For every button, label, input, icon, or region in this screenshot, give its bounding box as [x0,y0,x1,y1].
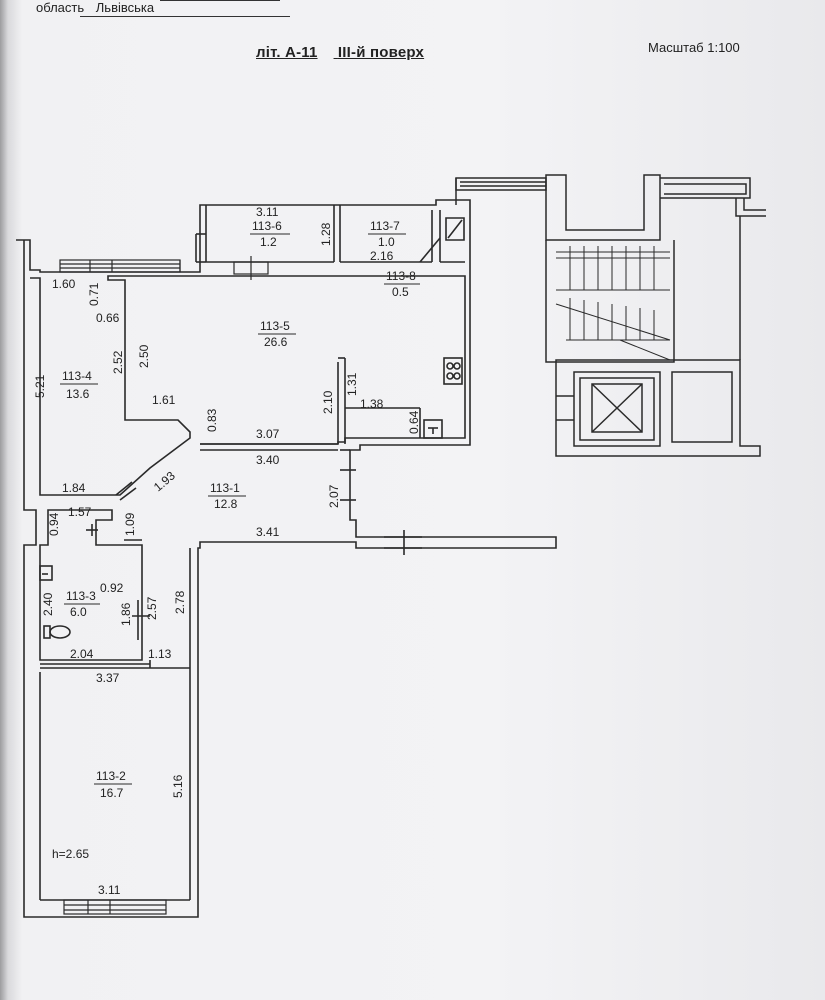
dim-2-50: 2.50 [137,344,151,368]
dim-2-10: 2.10 [321,390,335,414]
ceiling-height: h=2.65 [52,847,89,861]
room-113-7-area: 1.0 [378,235,395,249]
dim-1-61: 1.61 [152,393,176,407]
dim-5-16: 5.16 [171,774,185,798]
dimension-labels: 1.28 1.60 0.71 0.66 2.52 2.50 5.21 1.61 … [33,222,421,897]
plan-scale: Масштаб 1:100 [648,40,740,55]
dim-2-07: 2.07 [327,484,341,508]
room-113-5-id: 113-5 [260,319,290,333]
room-113-1-area: 12.8 [214,497,238,511]
dim-2-57: 2.57 [145,596,159,620]
room-113-3-id: 113-3 [66,589,96,603]
region-header: область Львівська [36,0,154,15]
dim-1-28: 1.28 [319,222,333,246]
outer-wall [16,199,557,918]
region-prefix: область [36,0,85,15]
inner-wall-line [30,275,466,496]
dim-2-40: 2.40 [41,592,55,616]
dim-2-04: 2.04 [70,647,94,661]
dim-1-93: 1.93 [151,468,178,494]
room-113-2-area: 16.7 [100,786,124,800]
room-113-8-area: 0.5 [392,285,409,299]
room-113-6-dim: 3.11 [256,205,279,219]
dim-3-37: 3.37 [96,671,120,685]
room-113-3-area: 6.0 [70,605,87,619]
dim-0-71: 0.71 [87,282,101,306]
staircase-block [455,174,766,457]
dim-3-41: 3.41 [256,525,280,539]
dim-1-09: 1.09 [123,512,137,536]
header-underline [80,16,290,17]
dim-1-31: 1.31 [345,372,359,396]
dim-2-52: 2.52 [111,350,125,374]
dim-1-38: 1.38 [360,397,384,411]
dim-5-21: 5.21 [33,374,47,398]
room-113-4-area: 13.6 [66,387,90,401]
dim-1-13: 1.13 [148,647,172,661]
dim-1-86: 1.86 [119,602,133,626]
dim-3-11-bottom: 3.11 [98,883,121,897]
room-113-8-id: 113-8 [386,269,416,283]
dim-2-16: 2.16 [370,249,394,263]
dim-0-83: 0.83 [205,408,219,432]
room-113-5-area: 26.6 [264,335,288,349]
room-113-7-id: 113-7 [370,219,400,233]
dim-1-60: 1.60 [52,277,76,291]
plan-title: літ. А-11 ІІІ-й поверх [256,44,440,61]
room-113-2-id: 113-2 [96,769,126,783]
plan-letter: літ. А-11 [256,44,318,61]
room-113-6-area: 1.2 [260,235,277,249]
room-113-6-id: 113-6 [252,219,282,233]
plan-floor: ІІІ-й поверх [337,44,425,61]
dim-0-92: 0.92 [100,581,124,595]
dim-0-94: 0.94 [47,512,61,536]
dim-2-78: 2.78 [173,590,187,614]
room-113-4-id: 113-4 [62,369,92,383]
dim-3-07: 3.07 [256,427,280,441]
bathroom-wall [39,509,143,661]
room-113-1-id: 113-1 [210,481,240,495]
dim-0-64: 0.64 [407,410,421,434]
dim-1-57: 1.57 [68,505,92,519]
dim-3-40: 3.40 [256,453,280,467]
room-labels: 3.11 113-6 1.2 113-7 1.0 2.16 113-8 0.5 … [60,205,420,800]
dim-0-66: 0.66 [96,311,120,325]
dim-1-84: 1.84 [62,481,86,495]
region-value: Львівська [95,0,155,15]
header-underline-top [160,0,280,1]
